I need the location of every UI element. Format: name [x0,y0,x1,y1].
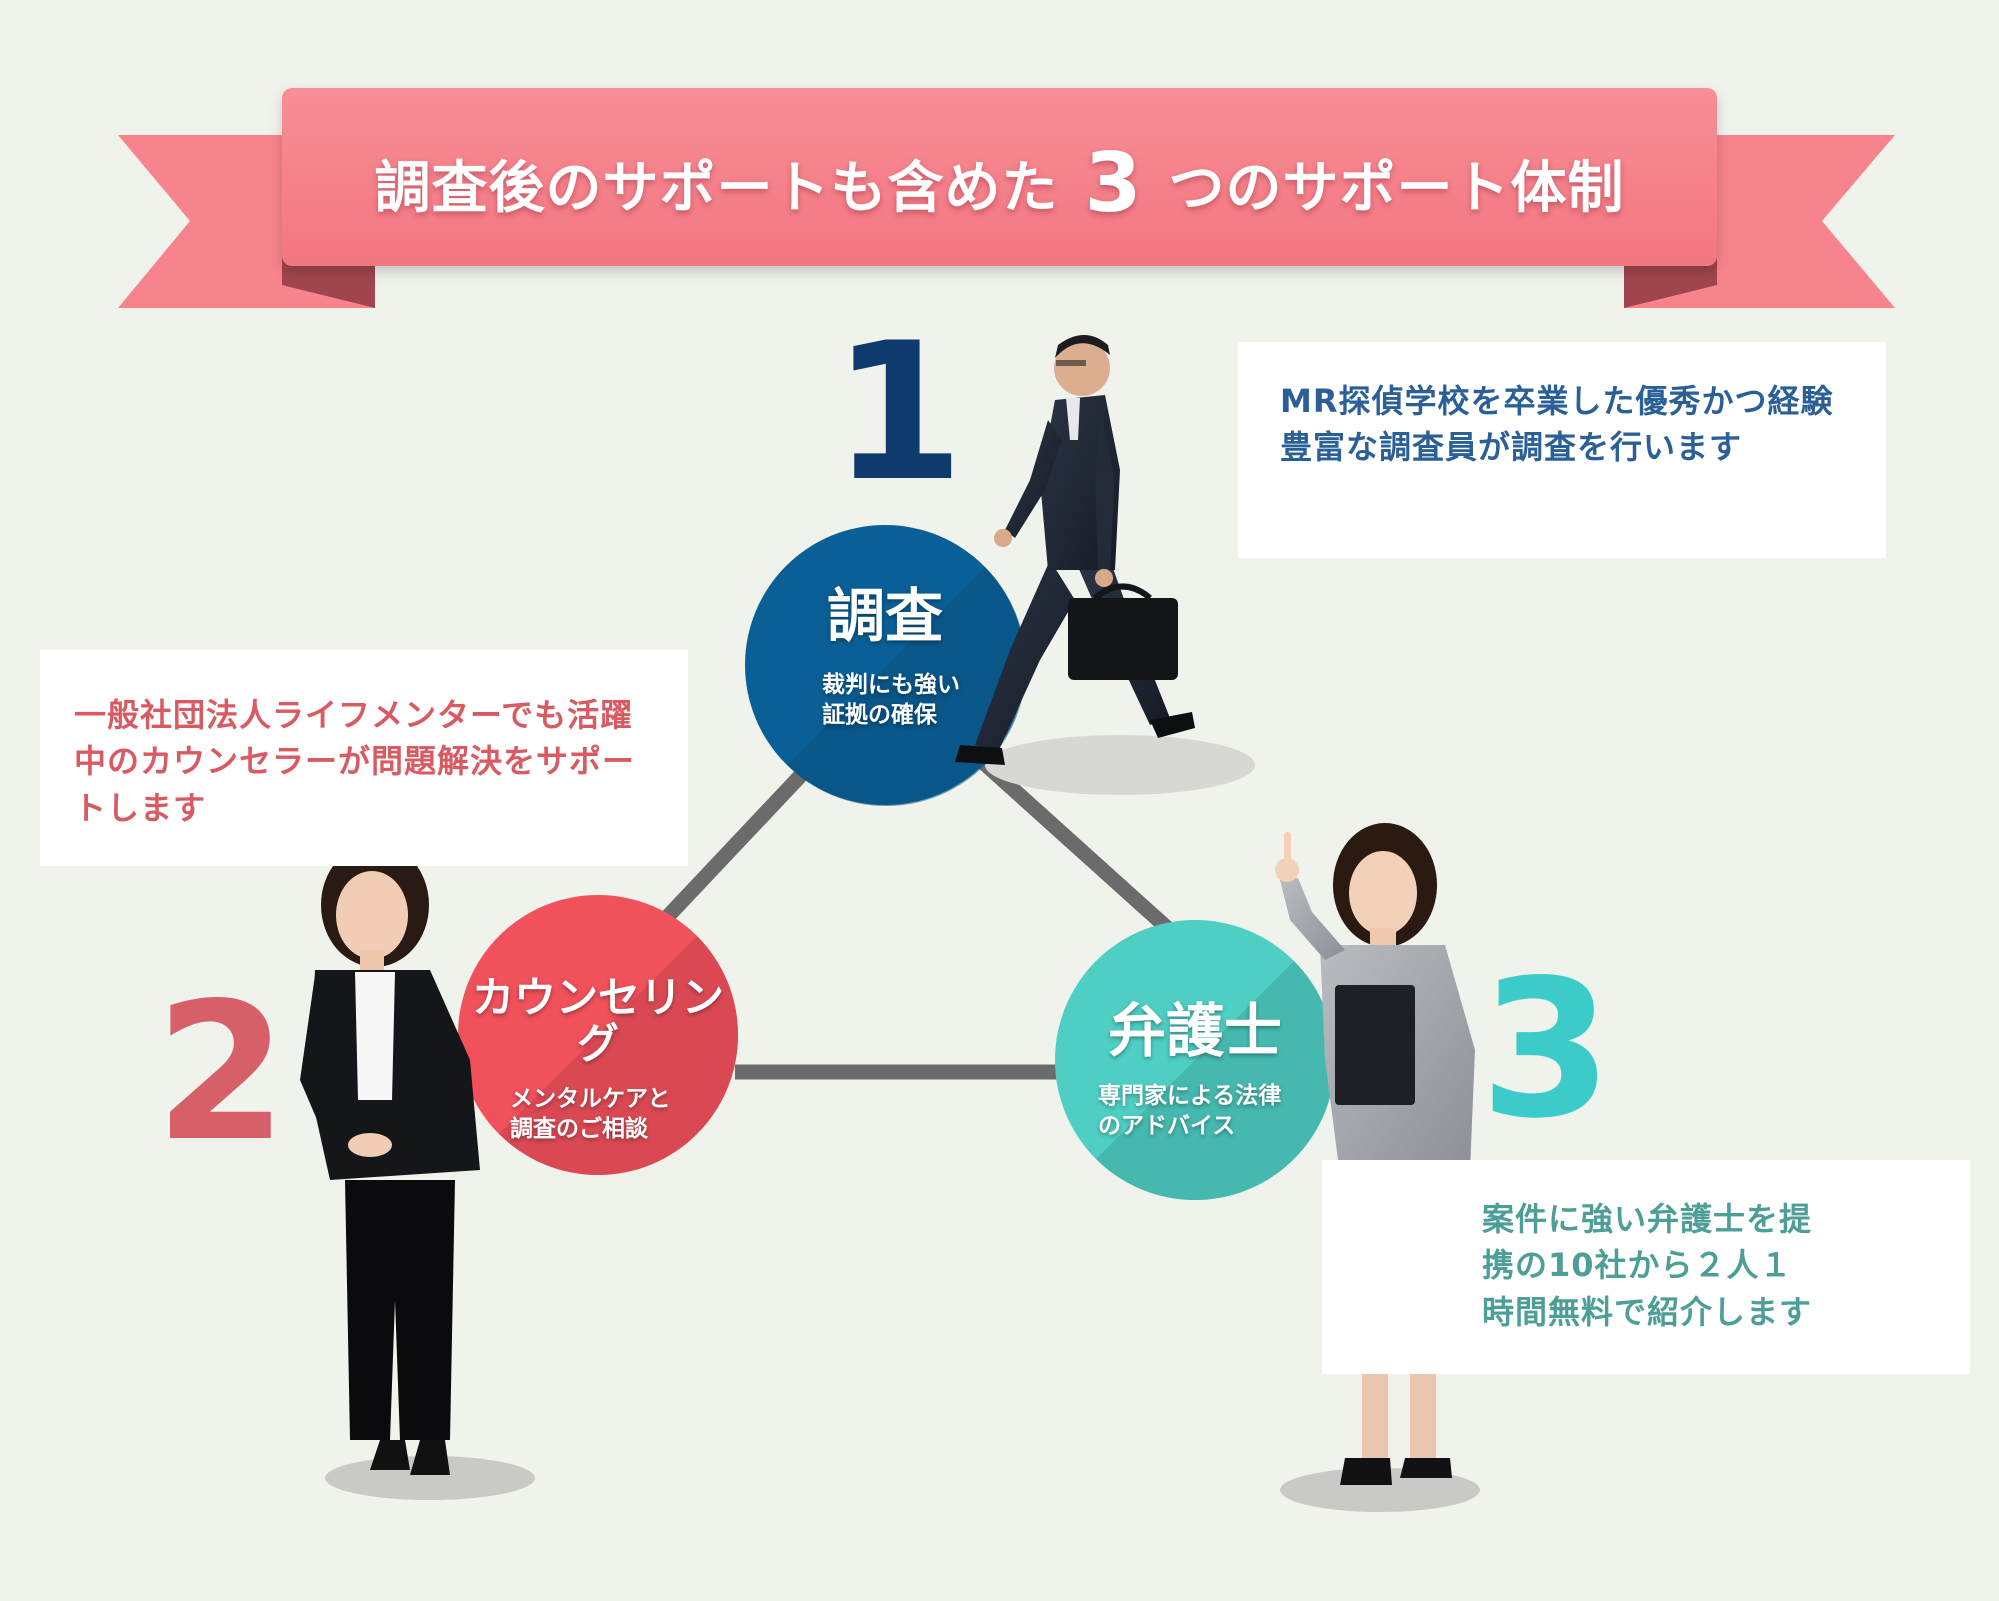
lawyer-figure [1275,823,1475,1485]
step1-subtitle-line1: 裁判にも強い [822,671,960,698]
banner-title-part1: 調査後のサポートも含めた [374,155,1059,221]
step1-number: 1 [832,302,965,523]
circle-lawyer-text: 弁護士 専門家による法律 のアドバイス [1070,997,1320,1142]
step2-description-box: 一般社団法人ライフメンターでも活躍中のカウンセラーが問題解決をサポートします [40,650,688,866]
step3-description-box: 案件に強い弁護士を提携の10社から２人１時間無料で紹介します [1322,1160,1970,1374]
step3-number: 3 [1480,939,1613,1160]
step1-description-box: MR探偵学校を卒業した優秀かつ経験豊富な調査員が調査を行います [1238,342,1886,558]
triangle-connectors [649,749,1181,1080]
investigator-shadow [985,735,1255,795]
connector-1-3 [969,749,1181,941]
step2-subtitle-line2: 調査のご相談 [510,1116,648,1143]
investigator-figure [955,335,1195,765]
ribbon-main-band [282,88,1717,266]
circle-investigation-text: 調査 裁判にも強い 証拠の確保 [760,582,1010,731]
step2-subtitle-line1: メンタルケアと [510,1086,671,1113]
banner-title-number: 3 [1084,135,1143,231]
circle-counseling [458,895,739,1176]
circle-counseling-text: カウンセリング メンタルケアと 調査のご相談 [468,973,728,1145]
step1-subtitle: 裁判にも強い 証拠の確保 [822,671,1010,731]
step2-title: カウンセリング [471,973,724,1069]
ribbon-banner [118,88,1895,308]
lawyer-shadow [1280,1468,1480,1512]
step3-subtitle-line2: のアドバイス [1098,1112,1236,1139]
step3-subtitle-line1: 専門家による法律 [1098,1082,1282,1109]
ribbon-left-fold [282,258,375,308]
step1-subtitle-line2: 証拠の確保 [822,701,937,728]
step1-description: MR探偵学校を卒業した優秀かつ経験豊富な調査員が調査を行います [1280,382,1834,467]
step2-number: 2 [155,962,288,1183]
step3-description: 案件に強い弁護士を提携の10社から２人１時間無料で紹介します [1482,1200,1813,1331]
step1-title: 調査 [826,582,943,650]
step3-subtitle: 専門家による法律 のアドバイス [1098,1082,1320,1142]
ribbon-right-fold [1624,258,1717,308]
step2-description: 一般社団法人ライフメンターでも活躍中のカウンセラーが問題解決をサポートします [74,696,636,827]
circle-lawyer [1055,920,1336,1201]
step2-subtitle: メンタルケアと 調査のご相談 [510,1085,728,1145]
connector-1-2 [649,749,826,936]
counselor-figure [300,843,480,1475]
step3-title: 弁護士 [1107,997,1282,1065]
banner-title-part2: つのサポート体制 [1168,155,1625,221]
banner-title: 調査後のサポートも含めた 3 つのサポート体制 [285,88,1714,278]
